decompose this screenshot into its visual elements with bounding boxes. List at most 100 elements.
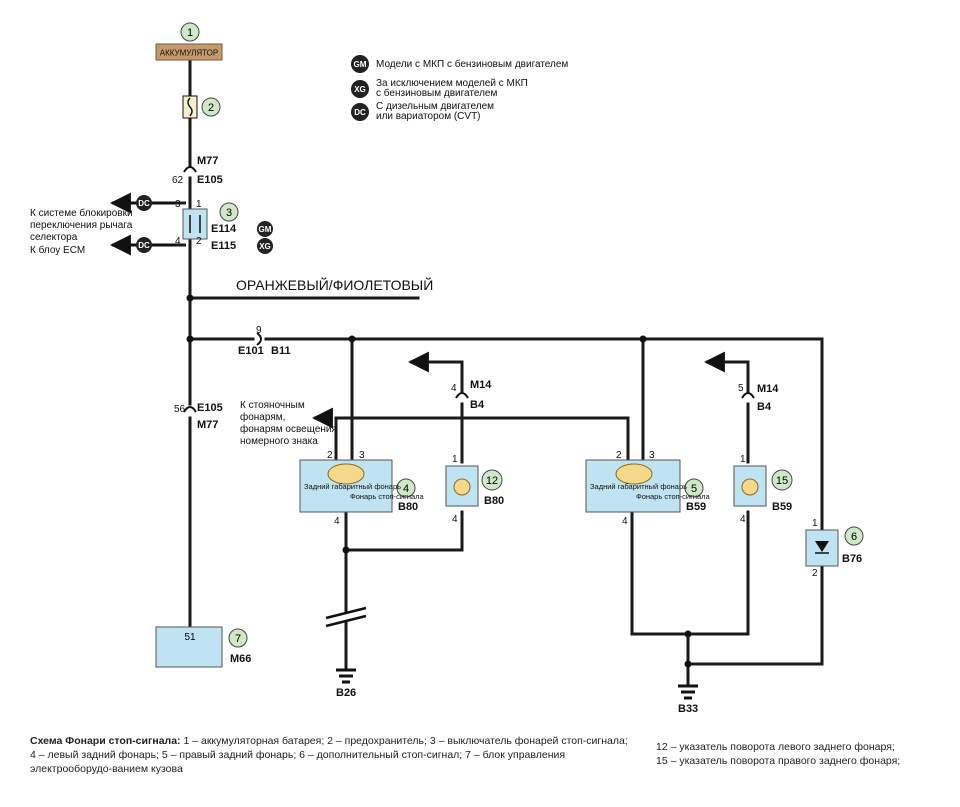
caption-right-line-2: 15 – указатель поворота правого заднего … (656, 755, 901, 767)
cable-break-mark-1 (325, 606, 367, 620)
label-b76: B76 (842, 553, 862, 565)
pin-sw-3: 3 (175, 199, 181, 210)
connector-labels: M77 E105 E114 E115 E101 B11 E105 M77 M14… (197, 155, 862, 715)
label-m77-top: M77 (197, 155, 218, 167)
connector-break-e105-top (183, 166, 197, 173)
legend-dc-text-1: С дизельным двигателем (376, 101, 494, 112)
pin-right-lamp-3: 3 (649, 450, 655, 461)
badge-gm-icon (257, 221, 273, 237)
num-label-6: 6 (851, 531, 857, 543)
right-tail-lamp-component: 5 (585, 459, 704, 513)
pin-left-lamp-3: 3 (359, 450, 365, 461)
pin-extra-2: 2 (812, 568, 818, 579)
legend-xg-text-2: с бензиновым двигателем (376, 87, 497, 99)
right-lamp-stop-label-line: Фонарь стоп-сигнала (636, 492, 711, 501)
num-circle-15 (771, 469, 793, 491)
left-lamp-bulb (327, 463, 365, 485)
legend-gm-text: Модели с МКП с бензиновым двигателем (376, 58, 568, 70)
right-lamp-bulb (615, 463, 653, 485)
wires (188, 58, 824, 688)
lock-system-label-3: селектора (30, 232, 78, 243)
extra-stop-lamp-component: 6 (805, 526, 864, 567)
num-label-15: 15 (776, 475, 788, 487)
pin-right-lamp-2: 2 (616, 450, 622, 461)
legend-badge-gm: GM (354, 60, 367, 69)
legend-badge-xg-icon (351, 80, 369, 98)
parking-label-2: фонарям, (240, 411, 285, 423)
fuse-component: 2 (182, 95, 221, 119)
junction-dot (186, 335, 194, 343)
right-lamp-parking-label-line: Задний габаритный фонарь (590, 482, 687, 491)
junctions (186, 294, 692, 668)
label-e101: E101 (238, 345, 264, 357)
badge-dc-upper: DC (138, 199, 150, 208)
pin-extra-1: 1 (812, 518, 818, 529)
legend-badge-dc-icon (351, 103, 369, 121)
right-lamp-parking-label: Задний габаритный фонарь (590, 482, 687, 491)
connector-break-m14-right (741, 392, 755, 399)
lamp-inner-labels: Задний габаритный фонарь Фонарь стоп-сиг… (304, 482, 711, 501)
junction-dot (639, 335, 647, 343)
figure-caption-right: 12 – указатель поворота левого заднего ф… (656, 740, 946, 768)
num-circle-5 (684, 478, 704, 498)
badge-dc-lower-icon (136, 237, 152, 253)
ground-b26 (336, 668, 356, 684)
num-label-1: 1 (187, 27, 193, 39)
label-b59-right-lamp: B59 (686, 501, 706, 513)
junction-dot (684, 630, 692, 638)
caption-body: 1 – аккумуляторная батарея; 2 – предохра… (30, 735, 628, 775)
pin-4-left-m14: 4 (451, 383, 457, 394)
pin-62: 62 (172, 175, 184, 186)
num-circle-12 (481, 469, 503, 491)
num-circle-6 (844, 526, 864, 546)
legend-badge-xg: XG (354, 85, 366, 94)
legend-badge-dc: DC (354, 108, 366, 117)
connector-break-m14-left (455, 392, 469, 399)
right-lamp-stop-label: Фонарь стоп-сигнала (636, 492, 711, 501)
left-turn-lamp-component: 12 (445, 465, 503, 507)
fuse-element (187, 97, 193, 117)
battery-box (155, 43, 223, 61)
label-e105-bot: E105 (197, 402, 223, 414)
left-lamp-parking-label: Задний габаритный фонарь (304, 482, 401, 491)
caption-right-line-1: 12 – указатель поворота левого заднего ф… (656, 741, 895, 753)
side-labels: К системе блокировки переключения рычага… (30, 207, 337, 447)
legend: Модели с МКП с бензиновым двигателем За … (376, 58, 568, 122)
label-b4-left: B4 (470, 399, 485, 411)
legend-xg-text-1: За исключением моделей с МКП (376, 78, 528, 89)
switch-box (182, 208, 208, 240)
pin-left-lamp-4: 4 (334, 516, 340, 527)
badge-xg-icon (257, 238, 273, 254)
label-e114: E114 (211, 223, 237, 235)
label-b11: B11 (271, 345, 291, 357)
cable-break-mark-2 (325, 614, 367, 628)
num-circle-7 (228, 628, 248, 648)
label-b26: B26 (336, 687, 356, 699)
num-label-4: 4 (403, 483, 409, 495)
badge-gm: GM (259, 225, 272, 234)
pin-sw-2: 2 (196, 236, 202, 247)
battery-component: АККУМУЛЯТОР 1 (155, 22, 223, 61)
label-b33: B33 (678, 703, 698, 715)
label-b59-turn: B59 (772, 501, 792, 513)
ground-b33 (678, 684, 698, 700)
pin-right-turn-4: 4 (740, 514, 746, 525)
pin-left-turn-4: 4 (452, 514, 458, 525)
stop-switch-component: 3 (176, 201, 239, 247)
label-m14-left: M14 (470, 379, 492, 391)
pin-right-turn-1: 1 (740, 454, 746, 465)
label-e115: E115 (211, 240, 236, 252)
left-lamp-parking-label-line: Задний габаритный фонарь (304, 482, 401, 491)
pin-left-turn-1: 1 (452, 454, 458, 465)
wire-color-label: ОРАНЖЕВЫЙ/ФИОЛЕТОВЫЙ (236, 276, 433, 293)
num-circle-2 (201, 97, 221, 117)
parking-label-3: фонарям освещения (240, 423, 337, 435)
badge-dc-lower: DC (138, 241, 150, 250)
extra-stop-diode (815, 541, 829, 552)
figure-caption: Схема Фонари стоп-сигнала: 1 – аккумулят… (30, 734, 630, 776)
ecm-label: К блоу ЕСМ (30, 244, 85, 256)
num-label-7: 7 (235, 633, 241, 645)
num-circle-1 (180, 22, 200, 42)
junction-dot (684, 660, 692, 668)
pin-left-lamp-2: 2 (327, 450, 333, 461)
